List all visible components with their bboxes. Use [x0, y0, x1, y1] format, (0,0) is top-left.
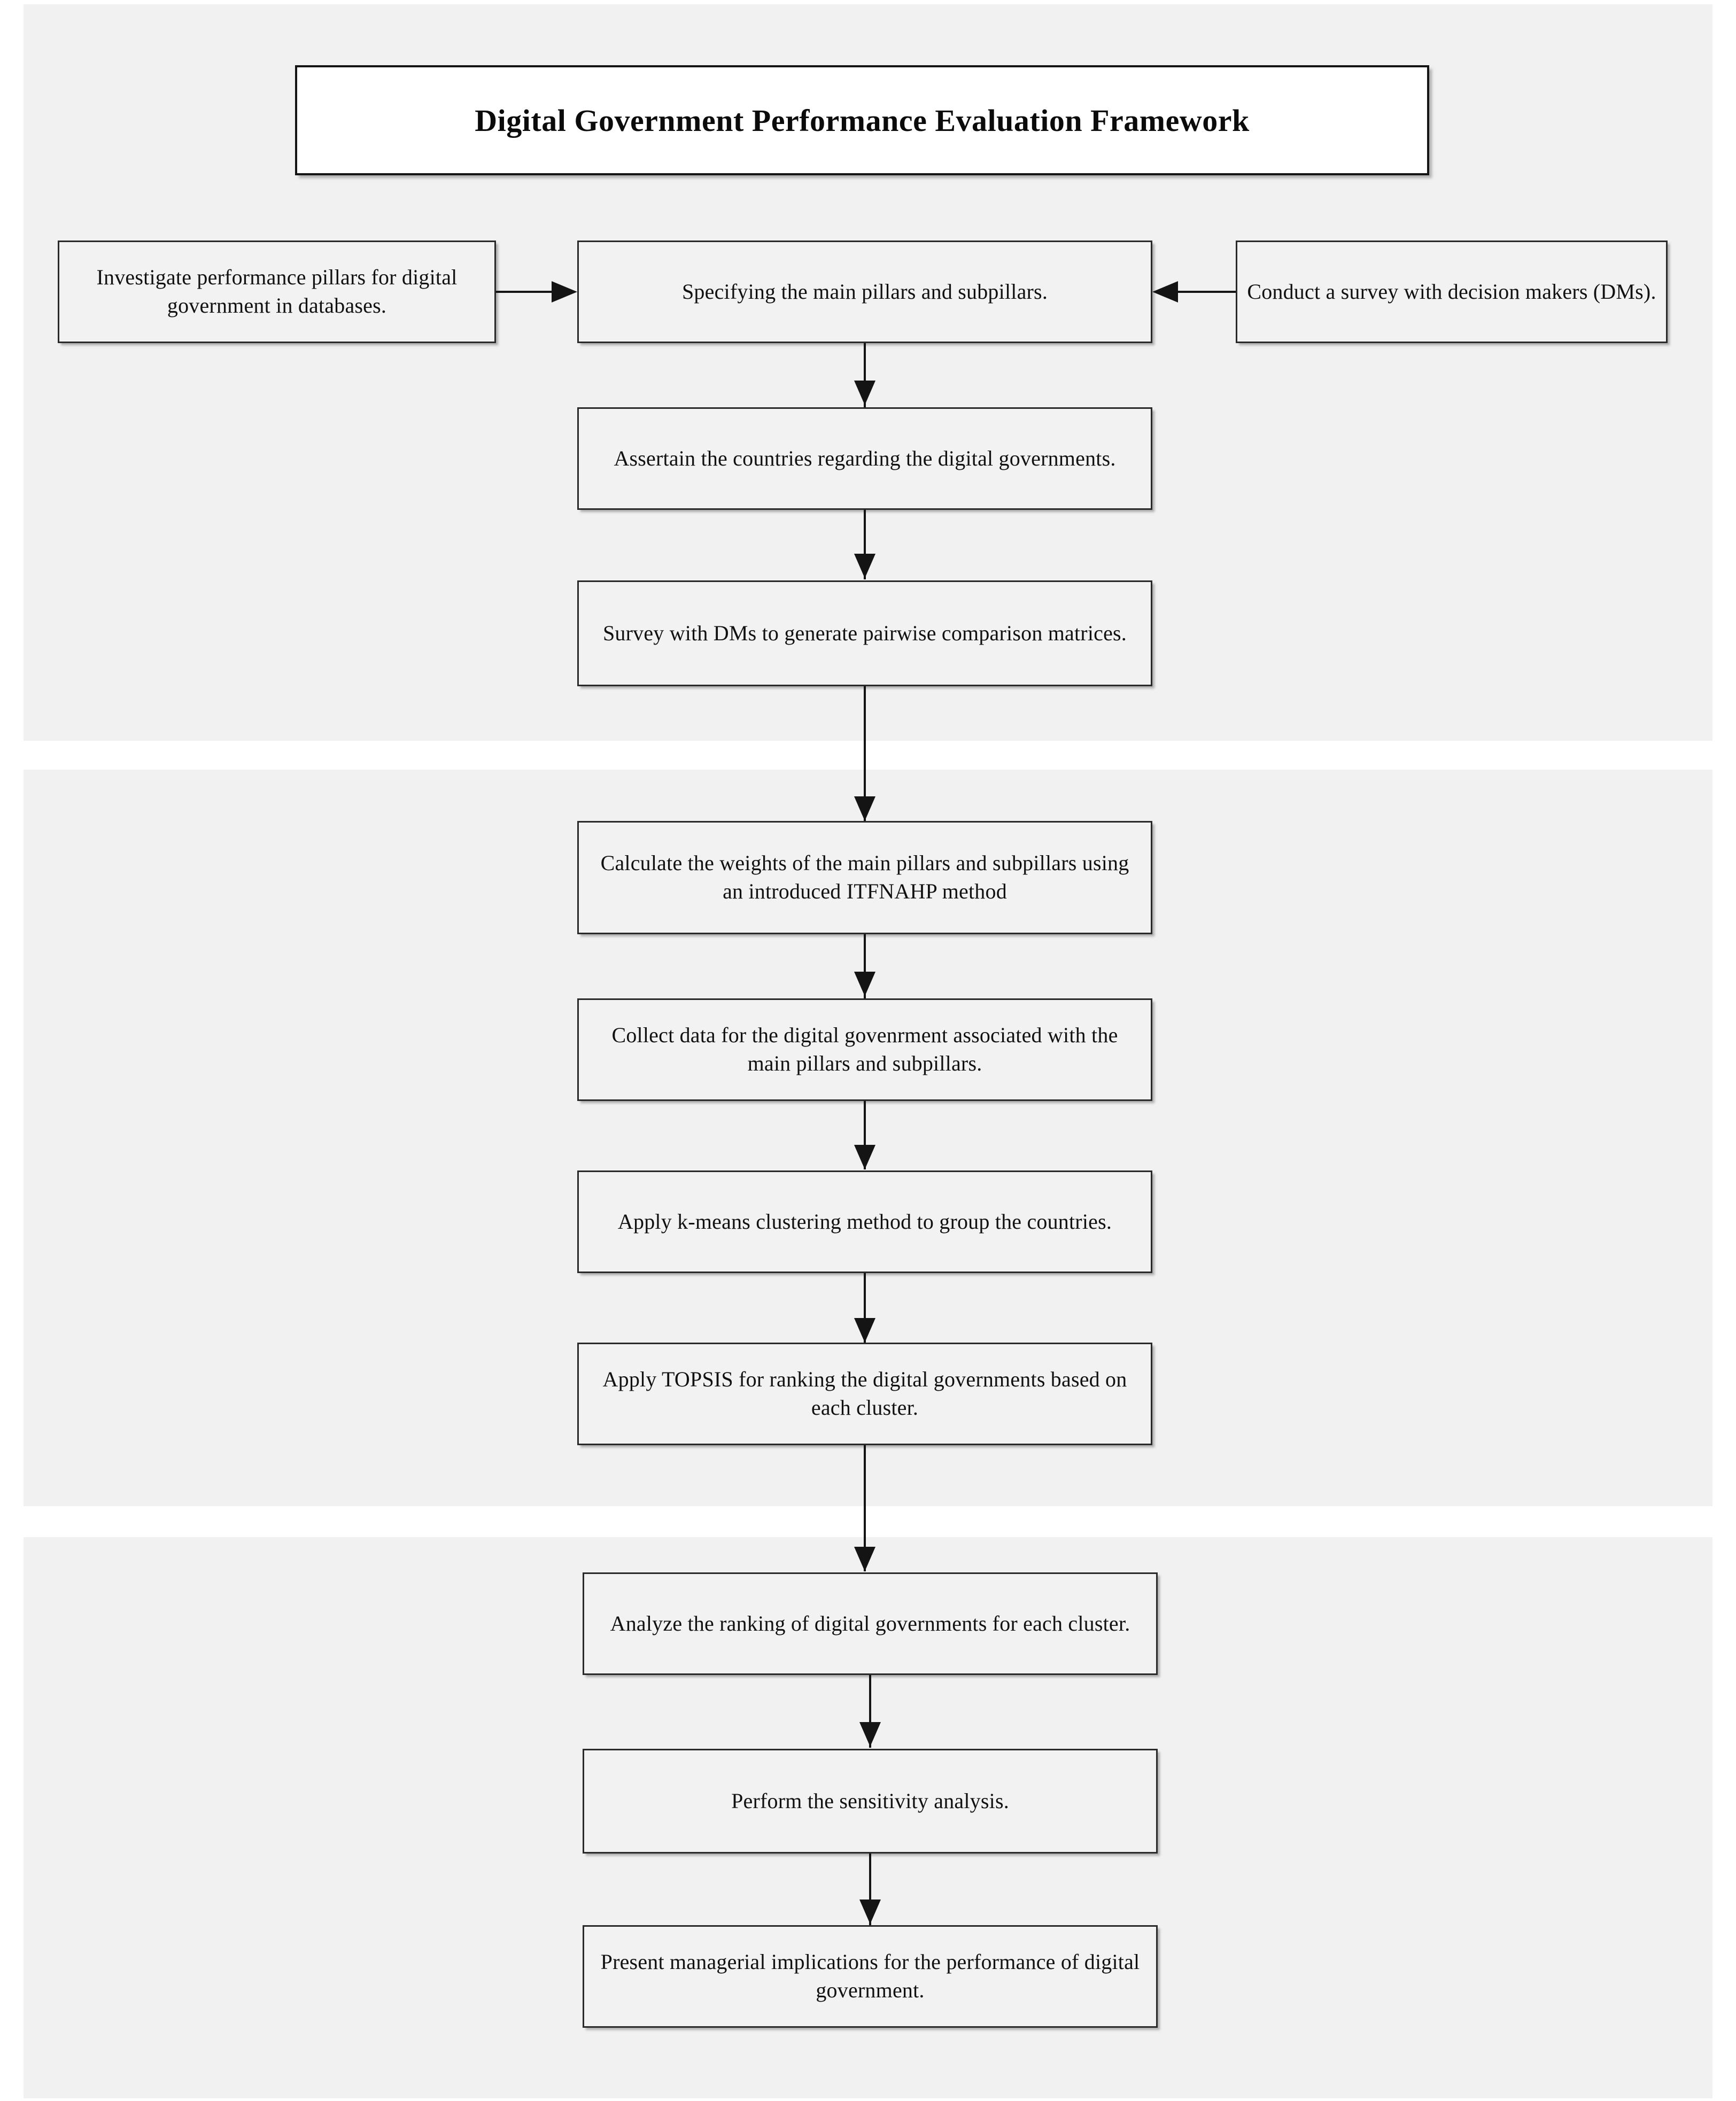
edge-specify-to-assertain-line — [864, 343, 866, 407]
node-managerial-implications-label: Present managerial implications for the … — [600, 1950, 1140, 2002]
edge-kmeans-to-topsis-line — [864, 1273, 866, 1343]
node-specify-pillars[interactable]: Specifying the main pillars and subpilla… — [577, 241, 1152, 343]
edge-weights-to-collect-arrowhead — [854, 972, 875, 996]
node-specify-pillars-label: Specifying the main pillars and subpilla… — [681, 279, 1048, 304]
node-sensitivity-analysis[interactable]: Perform the sensitivity analysis. — [583, 1749, 1158, 1854]
node-conduct-survey-label: Conduct a survey with decision makers (D… — [1247, 279, 1656, 304]
edge-investigate-to-specify-arrowhead — [552, 281, 577, 303]
node-analyze-ranking[interactable]: Analyze the ranking of digital governmen… — [583, 1572, 1158, 1675]
framework-title-box: Digital Government Performance Evaluatio… — [295, 65, 1429, 175]
node-apply-topsis-label: Apply TOPSIS for ranking the digital gov… — [602, 1367, 1127, 1420]
node-kmeans-clustering-label: Apply k-means clustering method to group… — [617, 1209, 1112, 1234]
framework-title-text: Digital Government Performance Evaluatio… — [475, 103, 1250, 138]
node-kmeans-clustering[interactable]: Apply k-means clustering method to group… — [577, 1170, 1152, 1273]
edge-weights-to-collect-line — [864, 934, 866, 998]
node-calculate-weights[interactable]: Calculate the weights of the main pillar… — [577, 821, 1152, 934]
node-assertain-countries-label: Assertain the countries regarding the di… — [614, 446, 1116, 470]
edge-assertain-to-survey-arrowhead — [854, 554, 875, 578]
edge-analyze-to-sensitivity-line — [869, 1675, 871, 1748]
node-survey-pairwise[interactable]: Survey with DMs to generate pairwise com… — [577, 580, 1152, 686]
edge-survey-to-specify-line — [1176, 291, 1236, 293]
edge-assertain-to-survey-line — [864, 510, 866, 579]
node-investigate-pillars[interactable]: Investigate performance pillars for digi… — [58, 241, 496, 343]
edge-specify-to-assertain-arrowhead — [854, 381, 875, 405]
edge-collect-to-kmeans-arrowhead — [854, 1145, 875, 1169]
node-analyze-ranking-label: Analyze the ranking of digital governmen… — [610, 1611, 1130, 1635]
node-calculate-weights-label: Calculate the weights of the main pillar… — [600, 851, 1129, 903]
edge-pairwise-to-weights-arrowhead — [854, 796, 875, 821]
edge-topsis-to-analyze-arrowhead — [854, 1547, 875, 1571]
edge-collect-to-kmeans-line — [864, 1101, 866, 1169]
edge-survey-to-specify-arrowhead — [1152, 281, 1178, 303]
edge-sensitivity-to-implications-line — [869, 1854, 871, 1925]
node-investigate-pillars-label: Investigate performance pillars for digi… — [96, 265, 458, 317]
edge-kmeans-to-topsis-arrowhead — [854, 1318, 875, 1343]
node-collect-data-label: Collect data for the digital govenrment … — [611, 1023, 1118, 1075]
node-managerial-implications[interactable]: Present managerial implications for the … — [583, 1925, 1158, 2028]
edge-investigate-to-specify-line — [496, 291, 554, 293]
node-assertain-countries[interactable]: Assertain the countries regarding the di… — [577, 407, 1152, 510]
node-sensitivity-analysis-label: Perform the sensitivity analysis. — [731, 1788, 1009, 1813]
node-survey-pairwise-label: Survey with DMs to generate pairwise com… — [602, 621, 1127, 645]
edge-topsis-to-analyze-line — [864, 1445, 866, 1571]
edge-sensitivity-to-implications-arrowhead — [859, 1900, 881, 1924]
edge-analyze-to-sensitivity-arrowhead — [859, 1722, 881, 1747]
node-collect-data[interactable]: Collect data for the digital govenrment … — [577, 998, 1152, 1101]
node-apply-topsis[interactable]: Apply TOPSIS for ranking the digital gov… — [577, 1343, 1152, 1445]
edge-pairwise-to-weights-line — [864, 686, 866, 821]
node-conduct-survey[interactable]: Conduct a survey with decision makers (D… — [1236, 241, 1668, 343]
